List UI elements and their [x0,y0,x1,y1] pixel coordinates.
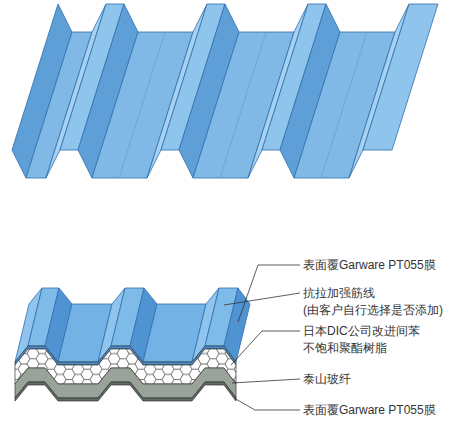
part-label: 表面覆Garware PT055膜 [303,257,463,274]
part-label: 日本DIC公司改进间苯 不饱和聚酯树脂 [303,323,463,357]
stiffener-line [220,32,266,178]
stiffener-line [119,32,165,178]
part-label: 泰山玻纤 [303,371,463,388]
corrugated-sheet [12,4,438,178]
sheet-cross-section [15,288,250,401]
leader-line [232,379,300,383]
leader-lines [224,265,300,410]
part-label: 表面覆Garware PT055膜 [303,402,463,419]
leader-line [231,331,300,365]
stiffener-line [321,32,367,178]
part-label: 抗拉加强筋线 (由客户自行选择是否添加) [303,285,463,319]
sheet-facet [363,4,438,150]
leader-line [224,293,300,305]
leader-line [234,398,300,410]
leader-line [238,265,300,322]
bottom-film-layer [15,382,236,401]
